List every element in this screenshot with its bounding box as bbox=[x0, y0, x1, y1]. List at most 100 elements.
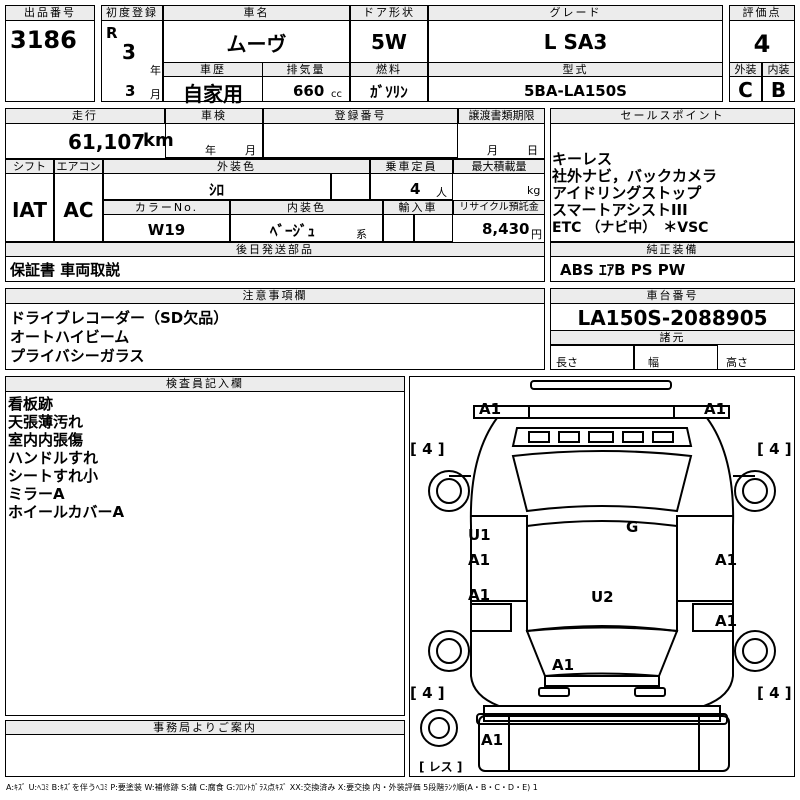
mark-front-door-left: A1 bbox=[468, 551, 491, 569]
ext-color-divider bbox=[330, 174, 332, 200]
int-score-label: 内装 bbox=[762, 62, 795, 77]
mark-front-door-left-u: U1 bbox=[468, 526, 491, 544]
ext-color-box bbox=[103, 159, 370, 200]
transfer-day-unit: 日 bbox=[527, 144, 538, 157]
mark-windshield: G bbox=[626, 518, 639, 536]
tire-front-right-value: 4 bbox=[769, 440, 780, 458]
grade-label: グレード bbox=[428, 5, 723, 21]
chassis-number: LA150S-2088905 bbox=[577, 306, 768, 330]
inspector-line-6: ミラーA bbox=[8, 485, 65, 503]
score: 4 bbox=[753, 30, 771, 58]
caution-line-1: ドライブレコーダー（SD欠品） bbox=[10, 309, 229, 327]
caution-label: 注意事項欄 bbox=[5, 288, 545, 304]
mark-rear-door-left: A1 bbox=[468, 586, 491, 604]
transfer-month-unit: 月 bbox=[487, 144, 498, 157]
year-unit: 年 bbox=[150, 64, 161, 77]
later-parts: 保証書 車両取説 bbox=[10, 261, 121, 279]
score-label: 評価点 bbox=[729, 5, 795, 21]
tire-front-right: [ 4 ] bbox=[757, 440, 792, 458]
mark-rear-door-right: A1 bbox=[715, 612, 738, 630]
width-label: 幅 bbox=[648, 356, 659, 369]
sales-line-4: スマートアシストIII bbox=[552, 201, 688, 219]
mark-rear-bumper-left: A1 bbox=[481, 731, 504, 749]
mileage: 61,107 bbox=[68, 130, 146, 154]
import-box bbox=[383, 200, 453, 242]
sales-line-2: 社外ナビ，バックカメラ bbox=[552, 167, 718, 185]
spare-tire: [ レス ] bbox=[419, 760, 463, 774]
sales-point-label: セールスポイント bbox=[550, 108, 795, 124]
import-divider bbox=[413, 215, 415, 242]
model: 5BA-LA150S bbox=[524, 82, 627, 100]
aircon-box bbox=[54, 159, 103, 242]
inspector-line-2: 天張薄汚れ bbox=[8, 413, 84, 431]
mark-front-bumper-right: A1 bbox=[704, 400, 727, 418]
inspector-label: 検査員記入欄 bbox=[5, 376, 405, 392]
tire-rear-right-value: 4 bbox=[769, 684, 780, 702]
car-name: ムーヴ bbox=[226, 32, 287, 56]
chassis-label: 車台番号 bbox=[550, 288, 795, 304]
length-box bbox=[550, 345, 634, 370]
mark-back-door: A1 bbox=[552, 656, 575, 674]
inspection-box bbox=[165, 108, 263, 158]
int-color-box bbox=[230, 200, 383, 242]
inspector-line-1: 看板跡 bbox=[8, 395, 54, 413]
int-color: ﾍﾞｰｼﾞｭ bbox=[270, 222, 316, 240]
regno-box bbox=[263, 108, 458, 158]
history-label: 車歴 bbox=[163, 62, 263, 77]
dims-label: 諸元 bbox=[550, 330, 795, 345]
spare-tire-value: レス bbox=[428, 760, 453, 774]
tire-rear-right: [ 4 ] bbox=[757, 684, 792, 702]
tire-rear-left-value: 4 bbox=[422, 684, 433, 702]
caution-line-2: オートハイビーム bbox=[10, 328, 130, 346]
insp-year-unit: 年 bbox=[205, 144, 216, 157]
mark-roof: U2 bbox=[591, 588, 614, 606]
first-reg-label: 初度登録 bbox=[101, 5, 163, 21]
shift: IAT bbox=[11, 198, 47, 222]
int-color-label: 内装色 bbox=[230, 200, 383, 215]
era: R bbox=[106, 24, 118, 42]
int-score: B bbox=[770, 78, 787, 102]
first-reg-month: 3 bbox=[125, 82, 136, 100]
history: 自家用 bbox=[183, 82, 243, 106]
capacity: 4 bbox=[410, 180, 421, 198]
mark-front-door-right: A1 bbox=[715, 551, 738, 569]
mileage-label: 走行 bbox=[5, 108, 165, 124]
mileage-unit: km bbox=[143, 130, 174, 151]
car-diagram-box bbox=[409, 376, 795, 777]
door-type: 5W bbox=[371, 30, 407, 54]
equip-label: 純正装備 bbox=[550, 242, 795, 257]
inspector-line-7: ホイールカバーA bbox=[8, 503, 125, 521]
ext-score-label: 外装 bbox=[729, 62, 762, 77]
capacity-box bbox=[370, 159, 453, 200]
legend: A:ｷｽﾞ U:ﾍｺﾐ B:ｷｽﾞを伴うﾍｺﾐ P:要塗装 W:補修跡 S:錆 … bbox=[6, 783, 538, 792]
sales-line-3: アイドリングストップ bbox=[552, 184, 702, 202]
lot-label: 出品番号 bbox=[5, 5, 95, 21]
office-label: 事務局よりご案内 bbox=[5, 720, 405, 735]
inspector-line-4: ハンドルすれ bbox=[8, 449, 99, 467]
width-box bbox=[634, 345, 718, 370]
capacity-label: 乗車定員 bbox=[370, 159, 453, 174]
sales-line-5: ETC （ナビ中） ＊VSC bbox=[552, 220, 709, 236]
model-label: 型式 bbox=[428, 62, 723, 77]
height-label: 高さ bbox=[726, 356, 748, 369]
displacement-label: 排気量 bbox=[262, 62, 350, 77]
equip: ABS ｴｱB PS PW bbox=[560, 261, 686, 279]
recycle-unit: 円 bbox=[531, 228, 542, 241]
load-unit: kg bbox=[527, 184, 541, 197]
tire-front-left-value: 4 bbox=[422, 440, 433, 458]
ext-color: ｼﾛ bbox=[208, 181, 224, 199]
fuel-label: 燃料 bbox=[350, 62, 428, 77]
first-reg-year: 3 bbox=[122, 40, 136, 64]
door-label: ドア形状 bbox=[350, 5, 428, 21]
month-unit: 月 bbox=[150, 88, 161, 101]
lot-number: 3186 bbox=[10, 26, 77, 54]
colorno-box bbox=[103, 200, 230, 242]
caution-line-3: プライバシーガラス bbox=[10, 347, 145, 365]
ext-score: C bbox=[738, 78, 753, 102]
car-name-label: 車名 bbox=[163, 5, 350, 21]
inspector-line-3: 室内内張傷 bbox=[8, 431, 84, 449]
grade: L SA3 bbox=[543, 30, 608, 54]
capacity-unit: 人 bbox=[436, 186, 447, 199]
displacement: 660 bbox=[293, 82, 325, 100]
